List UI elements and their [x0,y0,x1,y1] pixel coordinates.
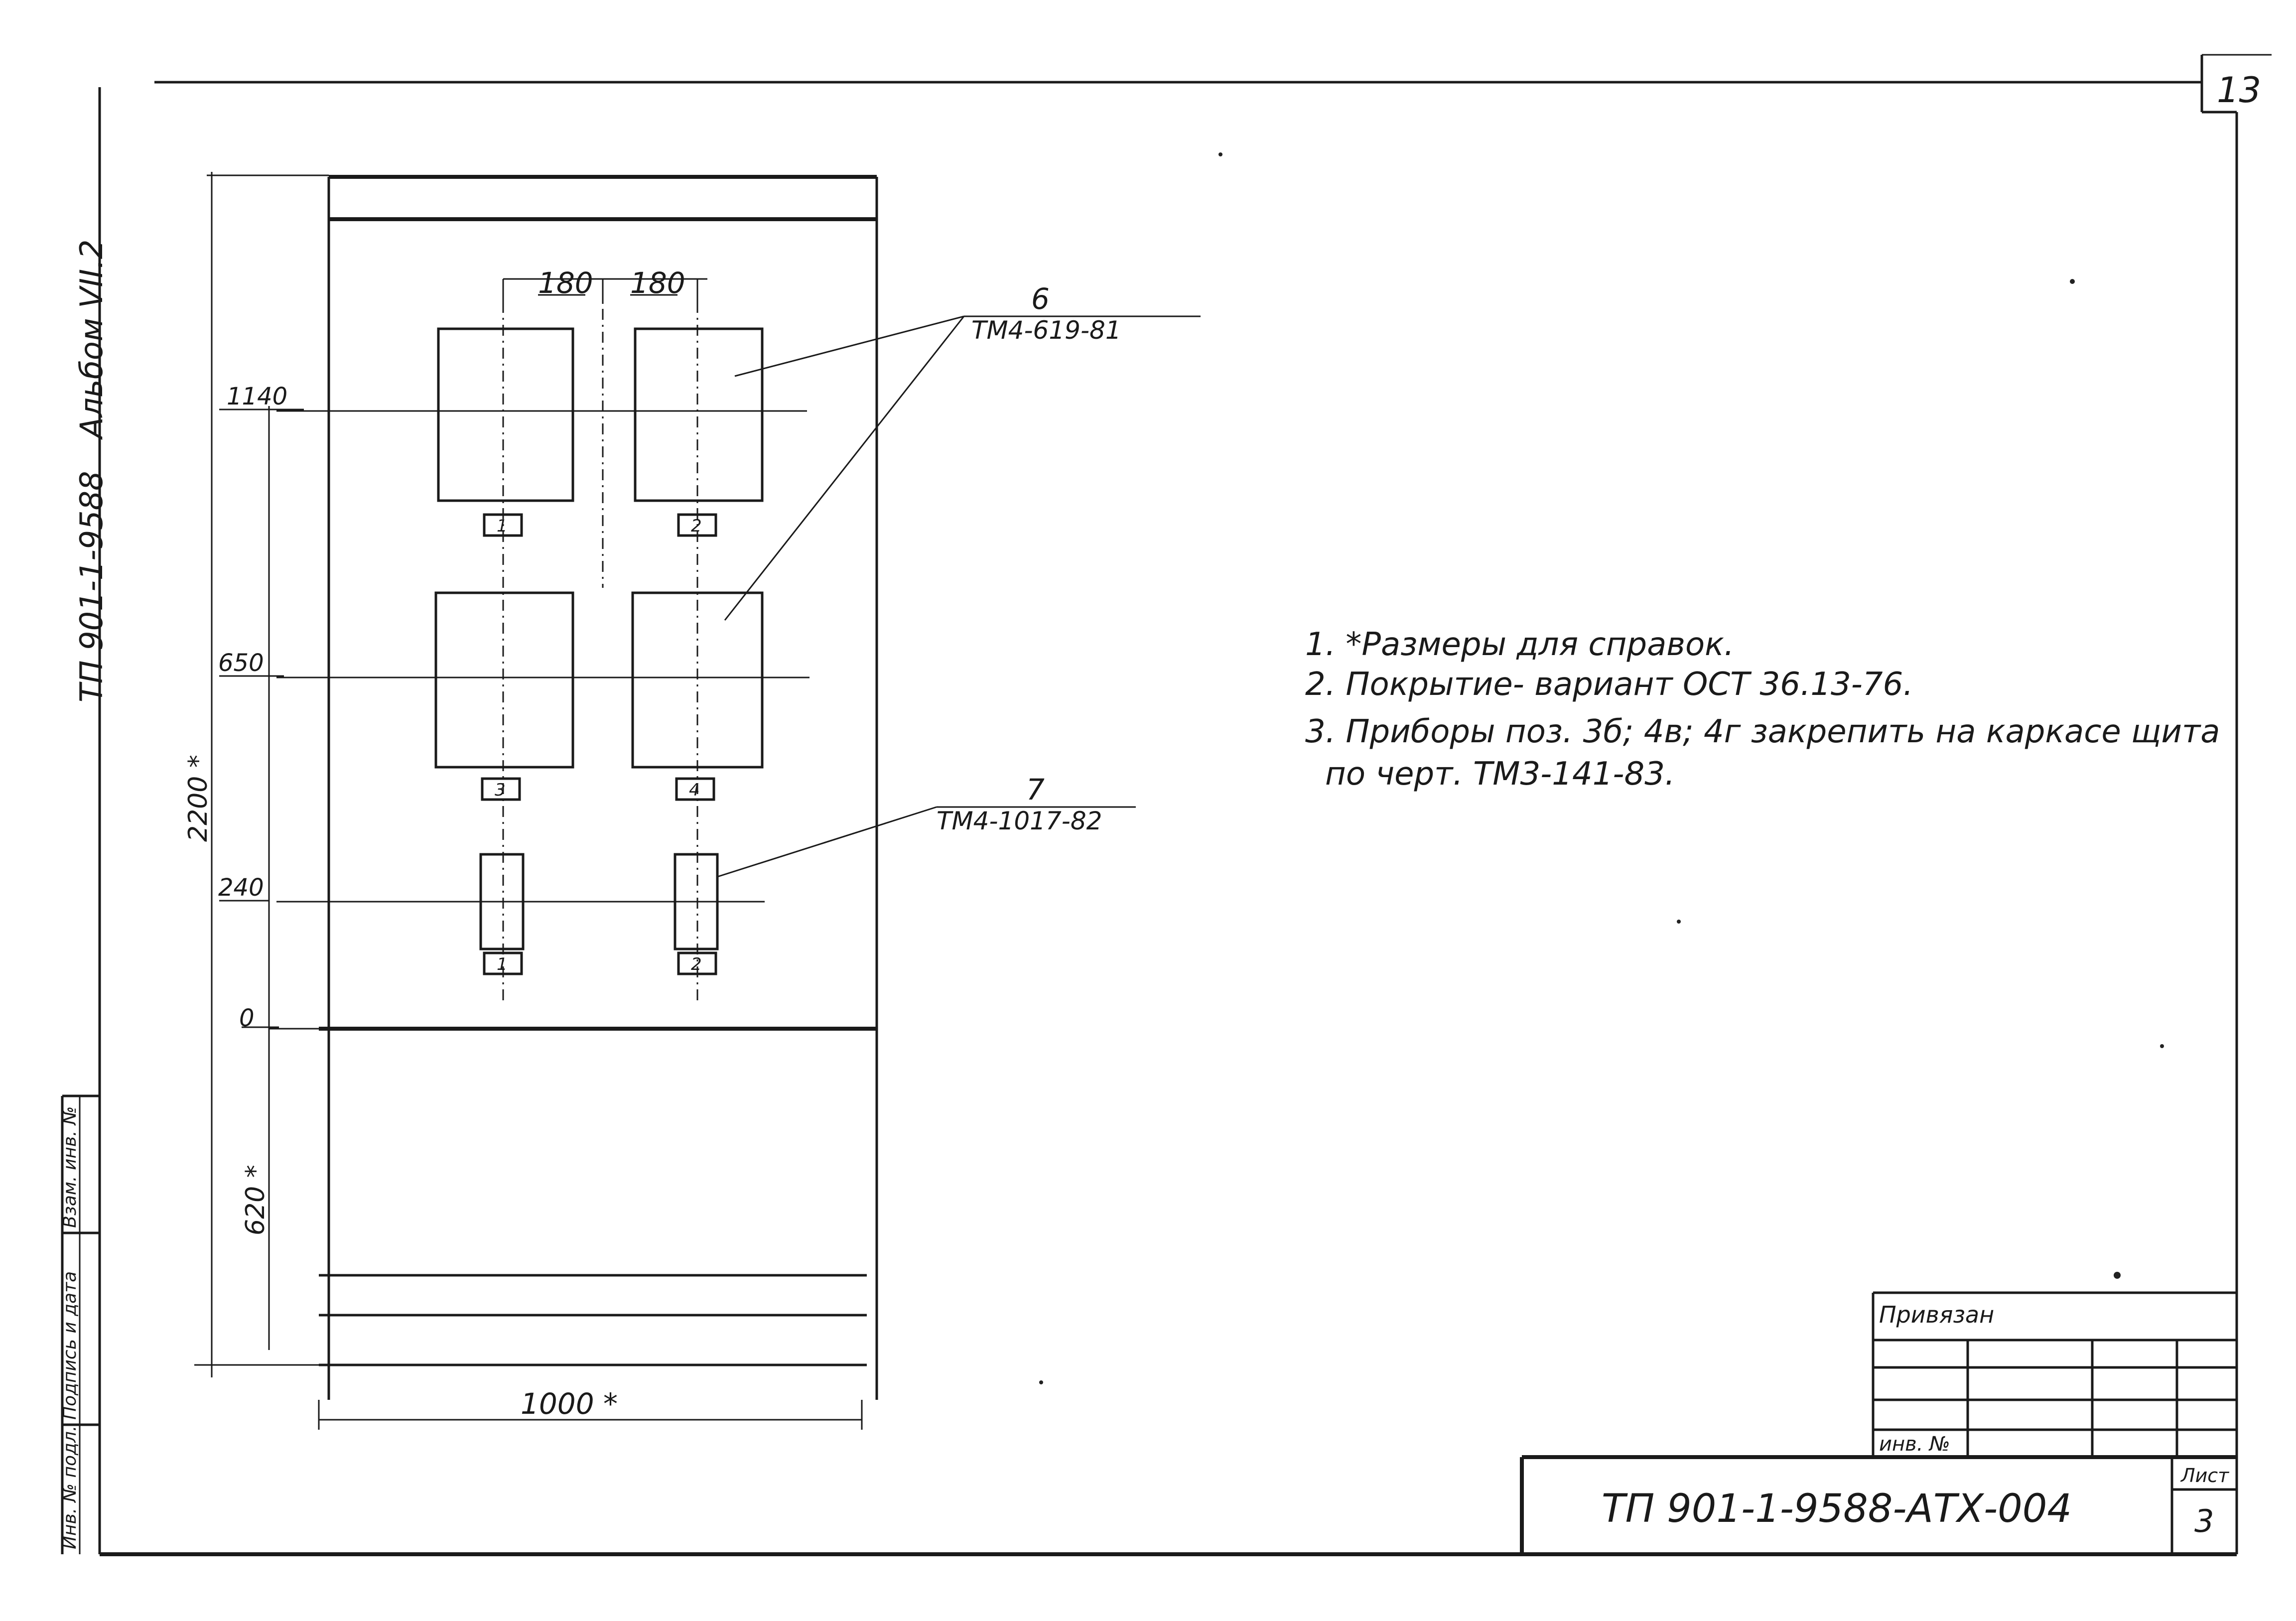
vertical-dimensions [194,172,329,1377]
dim-level-650: 650 [218,649,264,677]
dim-height-total: 2200 * [183,755,213,842]
tag-label-top-right: 2 [691,516,702,536]
dim-width-total: 1000 * [521,1387,618,1421]
instrument-boxes [434,327,764,950]
dim-height-bottom: 620 * [241,1165,270,1235]
instrument-mid-left [434,591,574,769]
callout-7-number: 7 [1026,773,1045,807]
drawing-designation: ТП 901-1-9588-АТХ-004 [1602,1486,2072,1531]
callout-7-doc: ТМ4-1017-82 [937,807,1102,835]
instrument-low-left [479,853,525,950]
instrument-low-right [674,853,719,950]
dim-level-240: 240 [218,874,264,902]
note-3: 3. Приборы поз. 3б; 4в; 4г закрепить на … [1305,713,2220,750]
dim-level-0: 0 [239,1004,255,1032]
callout-6-doc: ТМ4-619-81 [971,316,1121,345]
dim-level-1140: 1140 [227,383,287,410]
tag-label-low-right: 2 [691,954,702,974]
width-dimension [318,1400,863,1430]
panel-outline [319,175,878,1400]
scan-specks [1039,152,2164,1384]
dim-spacing-left: 180 [538,266,593,300]
sheet-label: Лист [2180,1465,2230,1486]
instrument-mid-right [631,591,764,769]
stamp-signature-date: Подпись и дата [60,1271,80,1420]
tag-label-mid-right: 4 [689,780,700,800]
note-3-cont: по черт. ТМ3-141-83. [1325,756,1675,793]
stamp-inv-podl: Инв. № подл. [60,1426,80,1549]
sheet-number-top: 13 [2217,70,2261,111]
sheet-value: 3 [2194,1503,2214,1539]
stamp-vzam-inv: Взам. инв. № [60,1106,80,1228]
callout-6 [724,315,1201,621]
inv-no-label: инв. № [1879,1433,1950,1456]
sheet-frame [98,54,2272,1556]
callout-7 [717,806,1136,878]
spacing-dimension [502,278,707,304]
instrument-top-left [437,327,574,502]
tag-label-top-left: 1 [497,516,508,536]
dim-spacing-right: 180 [630,266,685,300]
note-1: 1. *Размеры для справок. [1305,626,1734,663]
privyazan-label: Привязан [1879,1301,1994,1328]
tag-label-low-left: 1 [497,954,508,974]
axis-lines [502,279,698,1001]
title-block [1520,1291,2237,1554]
note-2: 2. Покрытие- вариант ОСТ 36.13-76. [1305,666,1913,703]
level-lines [276,410,810,903]
label-tags [481,513,717,975]
side-stamp [61,1094,100,1554]
tag-label-mid-left: 3 [495,780,506,800]
project-code-side: ТП 901-1-9588 [73,471,110,702]
album-label: Альбом VII.2 [73,240,110,440]
instrument-top-right [634,327,764,502]
callout-6-number: 6 [1031,282,1050,316]
